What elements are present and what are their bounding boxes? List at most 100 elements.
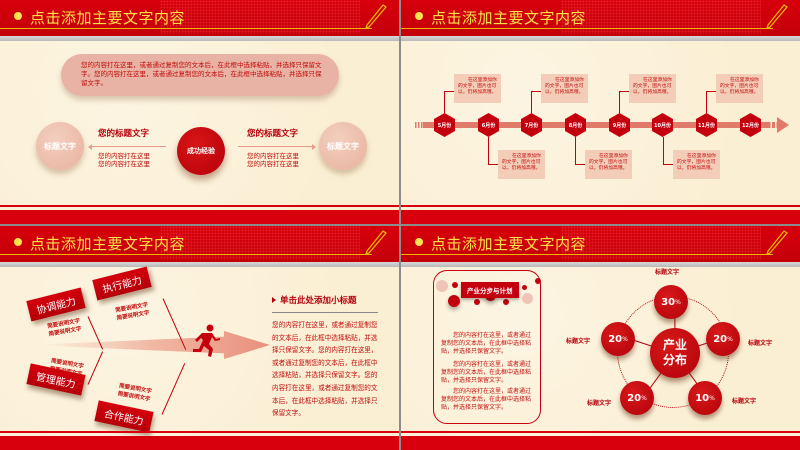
center-circle[interactable]: 成功经验 (177, 127, 225, 175)
slide-2[interactable]: 点击添加主要文字内容 在这里添加你的文字，图片也可以，仍将加高哦。 在这里添加你… (401, 0, 800, 224)
desc-text: 简要说明文字 简要说明文字 (47, 318, 82, 339)
month-hexagon[interactable]: 5月份 (434, 113, 455, 137)
month-hexagon[interactable]: 11月份 (696, 113, 717, 137)
header-underline (0, 28, 372, 29)
hub-line: 产业 (662, 338, 687, 352)
slide-footer (401, 205, 800, 224)
decor-bubble (448, 295, 460, 307)
connector (706, 91, 707, 113)
bullet-icon (14, 12, 22, 20)
timeline-note[interactable]: 在这里添加你的文字，图片也可以，仍将加高哦。 (498, 150, 545, 179)
node-bottom-right[interactable]: 10% (688, 381, 722, 415)
right-title-circle[interactable]: 标题文字 (319, 122, 367, 170)
hub-line: 分布 (662, 353, 687, 367)
connector (575, 164, 585, 165)
connector (444, 91, 454, 92)
header-title[interactable]: 点击添加主要文字内容 (431, 9, 587, 27)
slide-3[interactable]: 点击添加主要文字内容 协调能力 执行能力 管理能力 合作能力 简要说明文字 简要… (0, 226, 399, 450)
bullet-icon (415, 12, 423, 20)
node-bottom-left[interactable]: 20% (620, 381, 654, 415)
decor-bubble (452, 282, 458, 288)
left-title-circle[interactable]: 标题文字 (36, 122, 84, 170)
header-shadow-bar (0, 262, 399, 267)
left-body: 您的内容打在这里 您的内容打在这里 (98, 152, 150, 168)
slide-1[interactable]: 点击添加主要文字内容 您的内容打在这里，或者通过复制您的文本后，在此框中选择粘贴… (0, 0, 399, 224)
slide-header: 点击添加主要文字内容 (0, 0, 399, 36)
slide-4[interactable]: 点击添加主要文字内容 产业分步与计划 您的内容打在这里，或者通过复制您的文本后，… (401, 226, 800, 450)
frame-paragraph[interactable]: 您的内容打在这里，或者通过复制您的文本后，在此框中选择粘贴，并选择只保留文字。 (441, 388, 532, 412)
frame-paragraph[interactable]: 您的内容打在这里，或者通过复制您的文本后，在此框中选择粘贴，并选择只保留文字。 (441, 361, 532, 385)
node-left[interactable]: 20% (601, 322, 635, 356)
timeline-bar (423, 122, 768, 128)
month-hexagon[interactable]: 7月份 (521, 113, 542, 137)
pencil-icon (365, 4, 387, 29)
text-frame (433, 270, 541, 424)
node-value: 30 (661, 296, 676, 308)
decor-bubble (522, 293, 533, 304)
intro-text-box[interactable]: 您的内容打在这里，或者通过复制您的文本后，在此框中选择粘贴，并选择只保留文字。您… (61, 54, 339, 96)
timeline-note[interactable]: 在这里添加你的文字，图片也可以，仍将加高哦。 (673, 150, 720, 179)
header-underline (401, 28, 773, 29)
connector-line (87, 351, 104, 385)
month-hexagon[interactable]: 6月份 (478, 113, 499, 137)
decor-bubble (474, 299, 480, 305)
timeline-note[interactable]: 在这里添加你的文字，图片也可以，仍将加高哦。 (541, 74, 588, 103)
timeline-note[interactable]: 在这里添加你的文字，图片也可以，仍将加高哦。 (585, 150, 632, 179)
node-label: 标题文字 (748, 340, 773, 347)
connector (488, 164, 498, 165)
header-underline (0, 254, 372, 255)
node-right[interactable]: 20% (706, 322, 740, 356)
header-title[interactable]: 点击添加主要文字内容 (30, 235, 186, 253)
connector (575, 137, 576, 164)
month-hexagon[interactable]: 12月份 (740, 113, 761, 137)
timeline-note[interactable]: 在这里添加你的文字，图片也可以，仍将加高哦。 (454, 74, 501, 103)
node-value: 20 (713, 333, 728, 345)
timeline-note[interactable]: 在这里添加你的文字，图片也可以，仍将加高哦。 (716, 74, 763, 103)
header-shadow-bar (401, 262, 800, 267)
decor-bubble (535, 278, 541, 284)
connector (531, 91, 541, 92)
left-arrow (88, 143, 166, 150)
subtitle[interactable]: 单击此处添加小标题 (272, 294, 357, 306)
node-label: 标题文字 (587, 400, 612, 407)
connector (663, 137, 664, 164)
month-hexagon[interactable]: 10月份 (652, 113, 673, 137)
timeline-dashes (763, 122, 777, 128)
decor-bubble (503, 299, 509, 305)
right-arrow (238, 143, 316, 150)
node-label: 标题文字 (566, 338, 591, 345)
connector-line (161, 363, 186, 415)
node-top[interactable]: 30% (654, 285, 688, 319)
running-man-icon (193, 324, 220, 357)
tag-cooperation[interactable]: 合作能力 (94, 400, 154, 433)
node-unit: % (622, 335, 628, 343)
slide-header: 点击添加主要文字内容 (401, 0, 800, 36)
tag-execution[interactable]: 执行能力 (92, 266, 152, 301)
header-shadow-bar (401, 36, 800, 41)
bullet-icon (415, 238, 423, 246)
month-hexagon[interactable]: 8月份 (565, 113, 586, 137)
left-body-line: 您的内容打在这里 (98, 152, 150, 160)
node-label: 标题文字 (655, 269, 680, 276)
slide-header: 点击添加主要文字内容 (0, 226, 399, 262)
frame-paragraph[interactable]: 您的内容打在这里，或者通过复制您的文本后，在此框中选择粘贴，并选择只保留文字。 (441, 332, 532, 356)
month-hexagon[interactable]: 9月份 (609, 113, 630, 137)
hub-circle[interactable]: 产业 分布 (650, 328, 700, 378)
timeline-tail (415, 122, 423, 128)
header-title[interactable]: 点击添加主要文字内容 (30, 9, 186, 27)
connector (619, 91, 620, 113)
timeline-note[interactable]: 在这里添加你的文字，图片也可以，仍将加高哦。 (629, 74, 676, 103)
plan-badge[interactable]: 产业分步与计划 (461, 282, 519, 298)
body-paragraph[interactable]: 您的内容打在这里，或者通过复制您的文本后，在此框中选择粘贴，并选择只保留文字。您… (272, 321, 378, 418)
node-label: 标题文字 (732, 398, 757, 405)
node-unit: % (727, 335, 733, 343)
node-value: 20 (608, 333, 623, 345)
right-body: 您的内容打在这里 您的内容打在这里 (247, 152, 299, 168)
pencil-icon (766, 4, 788, 29)
slide-footer (401, 431, 800, 450)
tag-coordination[interactable]: 协调能力 (26, 287, 86, 322)
node-value: 20 (627, 392, 642, 404)
header-title[interactable]: 点击添加主要文字内容 (431, 235, 587, 253)
node-unit: % (709, 394, 715, 402)
